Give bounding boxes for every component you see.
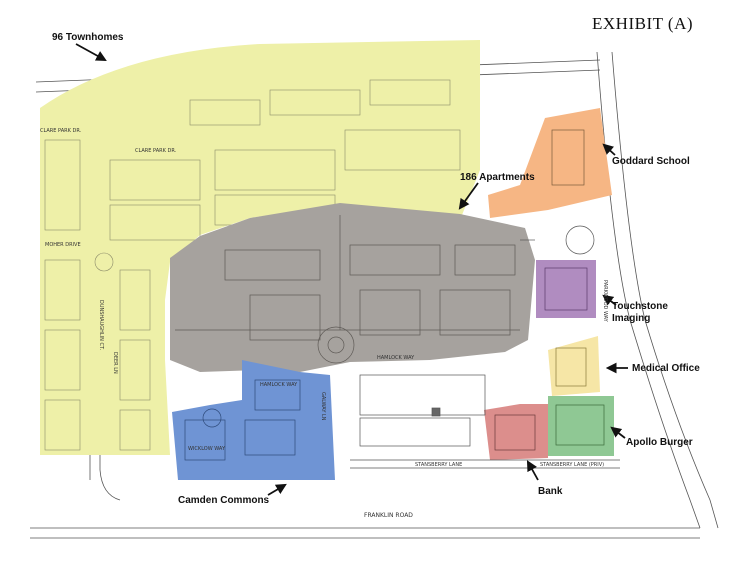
retail-parking bbox=[350, 225, 620, 469]
street-dunshaughlin-ct: DUNSHAUGHLIN CT. bbox=[98, 300, 104, 351]
label-camden-commons: Camden Commons bbox=[178, 495, 270, 506]
street-clare-park-dr-2: CLARE PARK DR. bbox=[135, 148, 177, 154]
touchstone-building bbox=[544, 267, 588, 311]
callout-arrows bbox=[75, 43, 628, 496]
label-bank: Bank bbox=[538, 486, 563, 497]
zone-apollo-burger bbox=[548, 396, 614, 456]
label-touchstone-line1: Touchstone bbox=[612, 301, 668, 312]
street-franklin-road: FRANKLIN ROAD bbox=[364, 512, 413, 519]
goddard-building bbox=[551, 129, 585, 186]
street-clare-park-dr: CLARE PARK DR. bbox=[40, 128, 82, 134]
street-moher-drive: MOHER DRIVE bbox=[45, 242, 81, 248]
label-apartments: 186 Apartments bbox=[460, 172, 535, 183]
zone-goddard-school bbox=[488, 108, 612, 218]
street-deer-ln: DEER LN bbox=[112, 352, 118, 374]
label-touchstone-line2: Imaging bbox=[612, 313, 651, 324]
street-hamlock-way: HAMLOCK WAY bbox=[260, 382, 298, 388]
camden-buildings bbox=[184, 379, 301, 461]
zone-touchstone-imaging bbox=[536, 260, 596, 318]
label-goddard-school: Goddard School bbox=[612, 156, 690, 167]
street-parkwood-way: PARKWOOD WAY bbox=[602, 280, 608, 322]
street-stansberry-lane: STANSBERRY LANE bbox=[415, 462, 463, 468]
label-apollo-burger: Apollo Burger bbox=[626, 437, 693, 448]
medical-building bbox=[555, 347, 587, 387]
townhome-rows bbox=[44, 79, 461, 451]
zone-medical-office bbox=[548, 336, 600, 396]
label-townhomes: 96 Townhomes bbox=[52, 32, 124, 43]
street-galway-ln: GALWAY LN bbox=[320, 392, 326, 421]
zone-bank bbox=[484, 404, 548, 460]
exhibit-title: EXHIBIT (A) bbox=[592, 14, 694, 33]
street-wicklow-way: WICKLOW WAY bbox=[188, 446, 226, 452]
street-hamlock-way-2: HAMLOCK WAY bbox=[377, 355, 415, 361]
bank-building bbox=[494, 414, 536, 451]
apartment-buildings bbox=[175, 215, 520, 364]
street-stansberry-lane-priv: STANSBERRY LANE (PRIV) bbox=[540, 462, 605, 468]
label-medical-office: Medical Office bbox=[632, 363, 700, 374]
apollo-building bbox=[555, 404, 605, 446]
zone-apartments bbox=[170, 203, 535, 372]
